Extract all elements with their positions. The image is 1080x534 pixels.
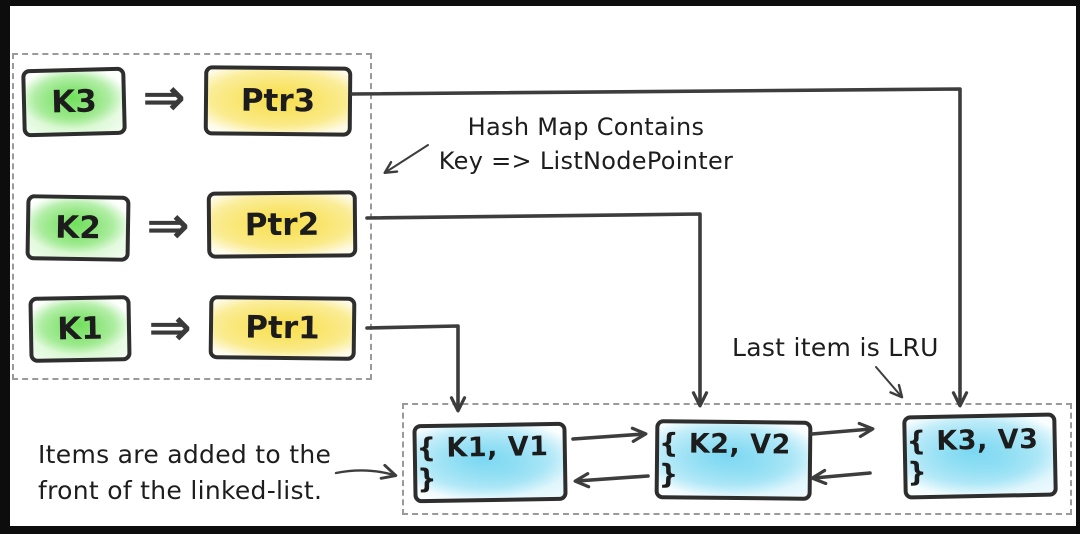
hashmap-pointer-box-ptr2: Ptr2 — [206, 190, 358, 259]
map-double-arrow-icon: ⇒ — [142, 68, 186, 128]
hashmap-key-label-k3: K3 — [50, 83, 98, 121]
lru-annotation-arrow — [875, 366, 904, 399]
linkedlist-node-k2v2: { K2, V2 } — [654, 419, 813, 501]
hashmap-key-label-k2: K2 — [54, 209, 102, 247]
hashmap-annotation-line1: Hash Map Contains — [467, 113, 705, 141]
connector-ptr1-to-node1 — [365, 324, 467, 413]
front-of-list-annotation: Items are added to the front of the link… — [38, 437, 331, 508]
front-annotation-line1: Items are added to the — [38, 440, 332, 469]
hashmap-annotation-line2: Key => ListNodePointer — [438, 147, 734, 176]
hashmap-key-box-k1: K1 — [28, 295, 132, 363]
map-double-arrow-icon: ⇒ — [146, 196, 190, 256]
linkedlist-node-k3v3: { K3, V3 } — [902, 412, 1058, 500]
linkedlist-node-label-k3v3: { K3, V3 } — [906, 423, 1039, 489]
front-annotation-line2: front of the linked-list. — [38, 475, 323, 505]
hashmap-annotation-arrow — [383, 144, 429, 175]
hashmap-pointer-label-ptr1: Ptr1 — [245, 309, 320, 347]
hashmap-key-box-k2: K2 — [25, 194, 131, 262]
hashmap-pointer-box-ptr1: Ptr1 — [208, 295, 357, 361]
linkedlist-node-label-k2v2: { K2, V2 } — [658, 428, 791, 491]
hashmap-pointer-label-ptr3: Ptr3 — [240, 82, 316, 120]
front-annotation-arrow — [334, 463, 398, 480]
hashmap-annotation: Hash Map Contains Key => ListNodePointer — [430, 110, 742, 178]
hashmap-key-label-k1: K1 — [56, 310, 104, 348]
lru-annotation: Last item is LRU — [732, 333, 939, 362]
hashmap-pointer-box-ptr3: Ptr3 — [203, 65, 353, 137]
map-double-arrow-icon: ⇒ — [148, 298, 192, 358]
hashmap-key-box-k3: K3 — [21, 66, 127, 138]
linkedlist-node-k1v1: { K1, V1 } — [412, 421, 568, 504]
diagram-canvas: K3 ⇒ Ptr3 K2 ⇒ Ptr2 K1 ⇒ Ptr1 Hash Map C… — [10, 6, 1076, 526]
hashmap-pointer-label-ptr2: Ptr2 — [244, 206, 320, 243]
connector-ptr2-to-node2 — [365, 212, 709, 408]
linkedlist-node-label-k1v1: { K1, V1 } — [416, 430, 549, 495]
